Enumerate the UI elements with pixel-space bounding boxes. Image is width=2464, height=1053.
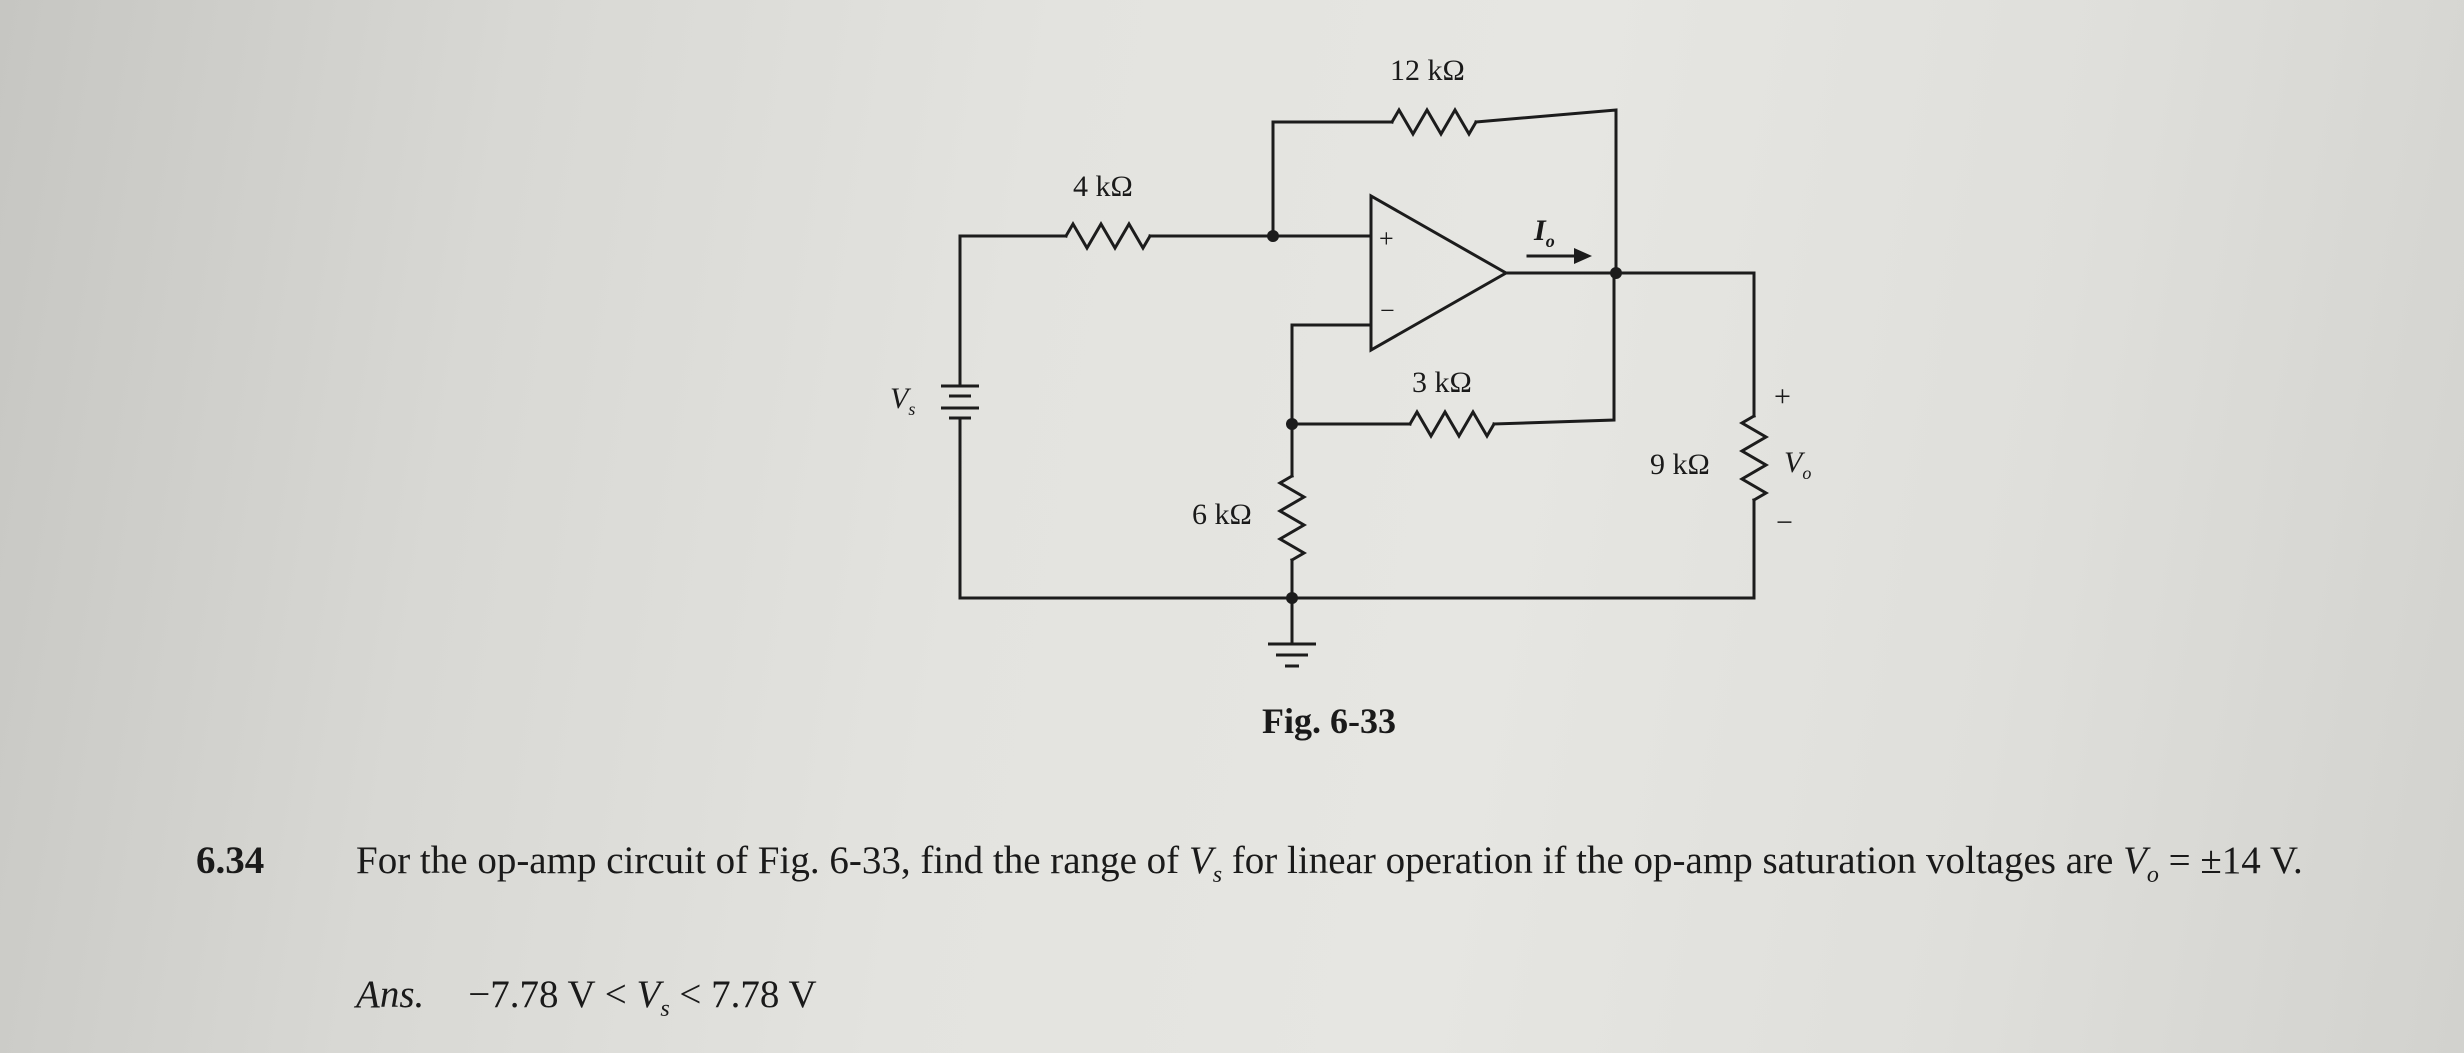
battery-symbol bbox=[941, 384, 979, 420]
output-plus: + bbox=[1774, 380, 1791, 413]
label-12k: 12 kΩ bbox=[1390, 54, 1465, 87]
label-9k: 9 kΩ bbox=[1650, 448, 1710, 481]
current-label: Io bbox=[1534, 214, 1555, 251]
output-label: Vo bbox=[1784, 446, 1812, 483]
opamp-minus-sign: − bbox=[1380, 296, 1395, 325]
label-6k: 6 kΩ bbox=[1192, 498, 1252, 531]
resistor-12k-symbol bbox=[1389, 107, 1479, 137]
opamp-triangle bbox=[1369, 193, 1510, 353]
answer-line: Ans.−7.78 V < Vs < 7.78 V bbox=[356, 973, 817, 1022]
junction-dots bbox=[1267, 230, 1622, 604]
figure-caption: Fig. 6-33 bbox=[1262, 701, 1396, 741]
resistor-6k-symbol bbox=[1277, 473, 1307, 563]
resistor-3k-symbol bbox=[1407, 409, 1497, 439]
current-arrow-head bbox=[1574, 248, 1592, 264]
source-label: Vs bbox=[890, 382, 916, 419]
ground-symbol bbox=[1268, 642, 1316, 668]
wire-output bbox=[1504, 271, 1756, 418]
wire-minus-input bbox=[1290, 323, 1373, 426]
problem-text: For the op-amp circuit of Fig. 6-33, fin… bbox=[356, 839, 2303, 888]
output-minus: − bbox=[1776, 506, 1793, 539]
label-3k: 3 kΩ bbox=[1412, 366, 1472, 399]
resistor-9k-symbol bbox=[1739, 413, 1769, 503]
problem-number: 6.34 bbox=[196, 839, 265, 882]
wire-3k-right bbox=[1492, 271, 1616, 426]
wire-12k-right bbox=[1474, 108, 1618, 274]
resistor-4k-symbol bbox=[1063, 221, 1153, 251]
wire-node-up bbox=[1271, 120, 1394, 238]
opamp-plus-sign: + bbox=[1379, 224, 1394, 253]
label-4k: 4 kΩ bbox=[1073, 170, 1133, 203]
